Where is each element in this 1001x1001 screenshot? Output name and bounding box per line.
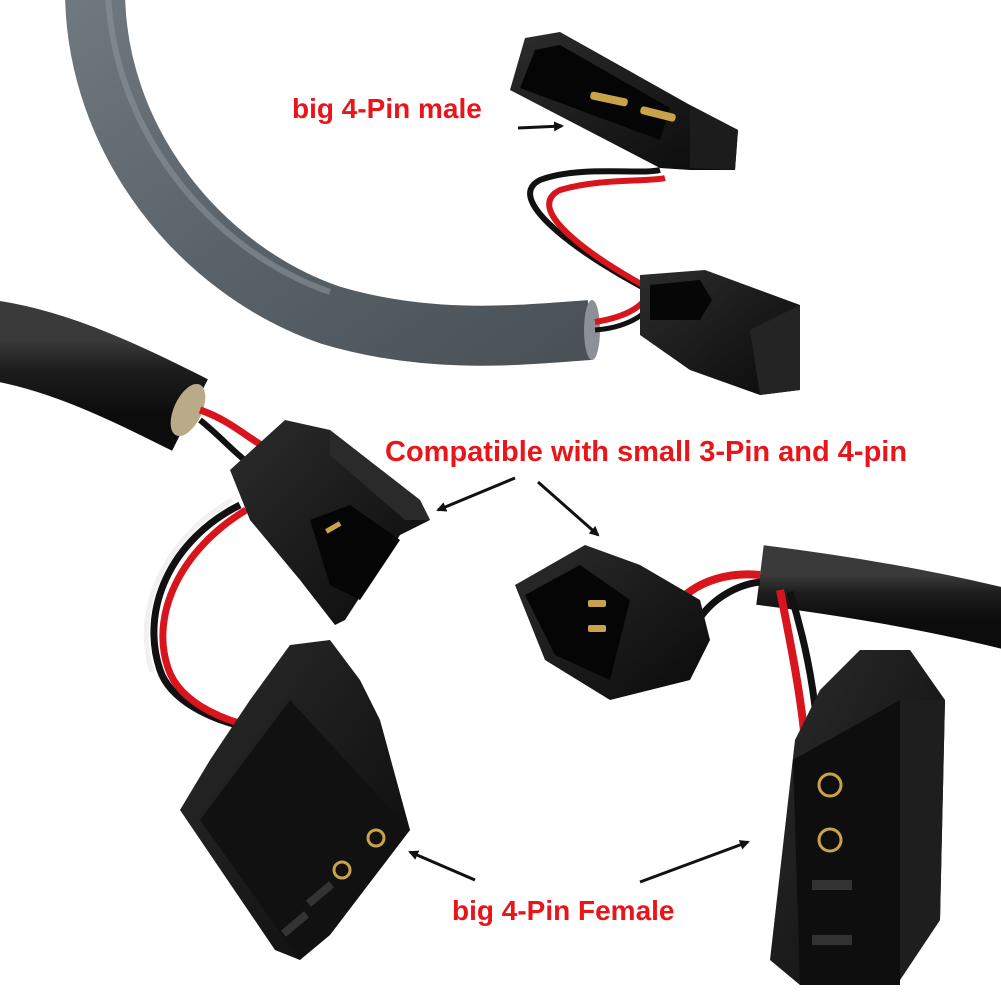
female-4pin-connector-right	[770, 650, 945, 985]
label-big-4pin-female: big 4-Pin Female	[452, 895, 675, 926]
small-connector-left	[230, 420, 430, 625]
female-4pin-connector-left	[180, 640, 410, 960]
black-cable-left	[0, 301, 208, 451]
label-compatible-small-pins: Compatible with small 3-Pin and 4-pin	[385, 436, 908, 468]
small-connector-top	[640, 270, 800, 395]
gray-cable	[65, 0, 600, 366]
male-4pin-connector	[510, 32, 738, 170]
arrow-icon	[408, 121, 750, 884]
small-connector-right	[515, 545, 710, 700]
label-big-4pin-male: big 4-Pin male	[292, 93, 482, 124]
